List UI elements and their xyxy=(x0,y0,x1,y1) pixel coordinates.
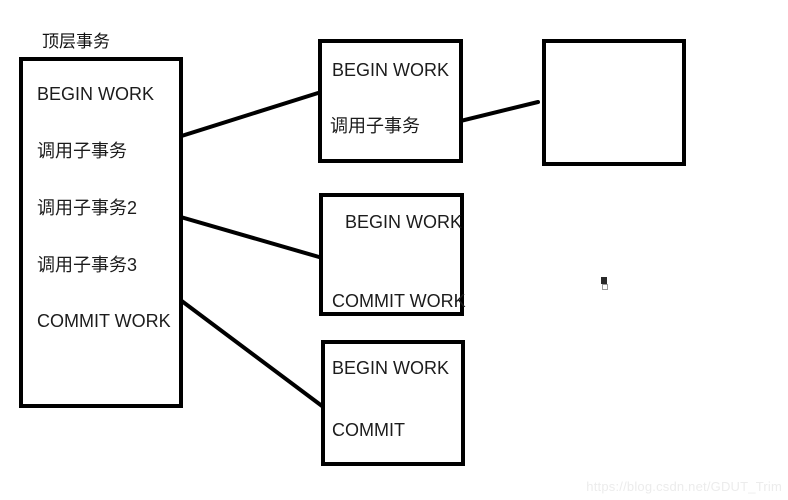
statement-begin-work: BEGIN WORK xyxy=(345,212,463,232)
statement-begin-work: BEGIN WORK xyxy=(332,60,450,80)
cursor-icon xyxy=(601,277,608,291)
statement-begin-work: BEGIN WORK xyxy=(37,84,155,104)
empty-transaction-box xyxy=(542,39,686,166)
watermark-text: https://blog.csdn.net/GDUT_Trim xyxy=(586,479,782,494)
statement-call-sub: 调用子事务 xyxy=(330,116,420,136)
statement-call-sub2: 调用子事务2 xyxy=(37,198,138,218)
statement-commit-work: COMMIT WORK xyxy=(332,291,466,311)
top-transaction-label: 顶层事务 xyxy=(42,32,110,51)
sub-transaction-box-2: BEGIN WORK COMMIT WORK xyxy=(319,193,466,316)
sub-transaction-box-3: BEGIN WORK COMMIT xyxy=(321,340,465,466)
sub-transaction-box-1: BEGIN WORK 调用子事务 xyxy=(318,39,463,163)
statement-commit: COMMIT xyxy=(332,420,405,440)
cursor-icon-top-square xyxy=(601,277,607,284)
statement-begin-work: BEGIN WORK xyxy=(332,358,450,378)
statement-commit-work: COMMIT WORK xyxy=(37,311,171,331)
statement-call-sub1: 调用子事务 xyxy=(37,141,127,161)
cursor-icon-bottom-square xyxy=(602,284,608,290)
main-transaction-box: BEGIN WORK 调用子事务 调用子事务2 调用子事务3 COMMIT WO… xyxy=(19,57,183,408)
statement-call-sub3: 调用子事务3 xyxy=(37,255,138,275)
